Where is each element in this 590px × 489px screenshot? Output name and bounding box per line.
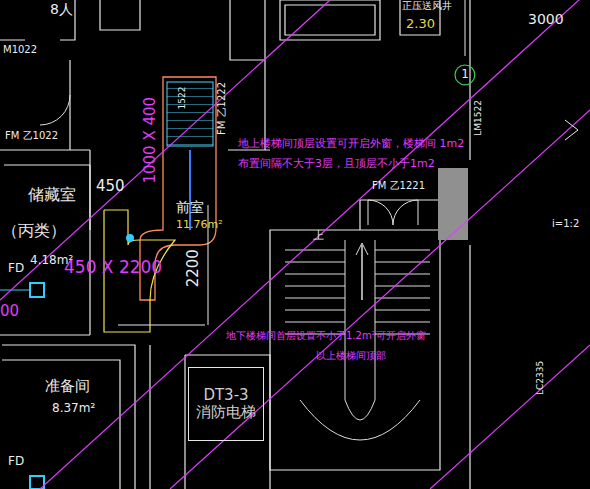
plan-label: M1022 [3,44,37,55]
plan-label: 地下楼梯间首层设置不小于1.2m²可开启外窗 [226,330,426,341]
section-mark [565,120,578,140]
plan-label: FD [8,455,24,468]
walls [0,0,470,489]
dimension-text: 1000 X 400 [142,97,159,184]
plan-label: FM 乙1221 [372,180,425,191]
plan-label: （丙类） [2,222,66,240]
column [438,168,468,240]
grid-line [465,0,466,56]
plan-label: 地上楼梯间顶层设置可开启外窗，楼梯间 1m2 [238,138,464,150]
plan-label: i=1:2 [552,218,579,229]
plan-label: 3000 [528,12,564,27]
node-text: 1 [461,68,469,82]
dimension-text: LC2335 [536,361,546,395]
dim-line [118,325,205,326]
dimension-text: 2200 [185,249,202,287]
plan-label: FM 乙1022 [5,130,58,141]
valve [126,234,134,242]
plan-label: 前室 [176,200,204,215]
duct-line [0,290,30,291]
plan-label: 2.30 [406,17,435,31]
grid-bubble: 1 [454,64,476,86]
dimension-text: 1522 [177,87,187,110]
node-text: DT3-3 [203,387,248,404]
dimension-text: FM 乙1222 [216,81,227,134]
plan-label: 布置间隔不大于3层，且顶层不小于1m2 [238,158,435,170]
plan-label: 8.37m² [52,402,95,415]
plan-label: 450 [96,178,125,195]
elevator-shaft: DT3-3消防电梯 [188,367,264,441]
dimension-text: LM1522 [474,100,484,136]
plan-label: 以上楼梯间顶部 [316,350,386,361]
air-shaft [167,82,213,146]
riser [189,150,191,230]
plan-label: 11.76m² [176,219,223,231]
fire-damper [30,283,44,297]
plan-label: FD [8,262,24,275]
node-text: 消防电梯 [196,404,256,421]
plan-label: 00 [0,303,19,320]
plan-label: 上 [313,230,324,242]
plan-label: 8人 [50,2,73,17]
plan-label: 正压送风井 [402,0,452,11]
plan-label: 准备间 [45,378,90,395]
plan-label: 储藏室 [28,186,76,204]
plan-label: 450 X 2200 [64,258,162,277]
